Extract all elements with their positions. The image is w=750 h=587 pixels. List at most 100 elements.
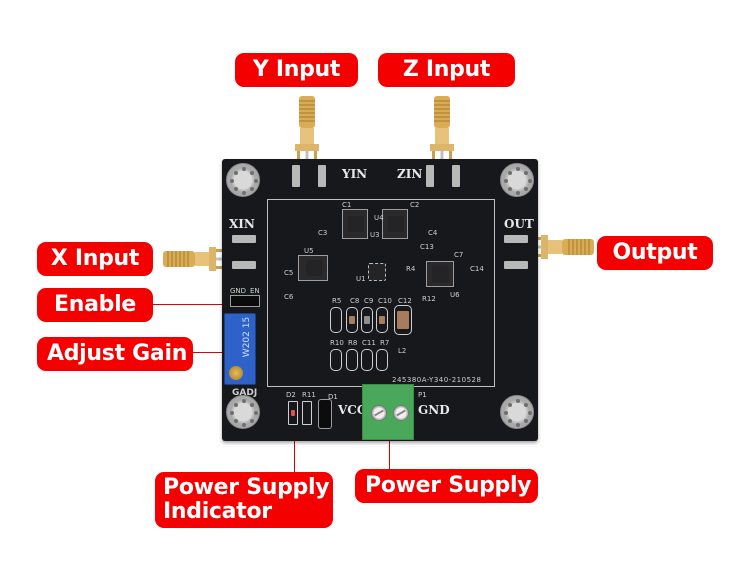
x-input-sma-connector [163, 247, 229, 271]
en-header-silkscreen: EN [250, 287, 260, 295]
mounting-hole-top-left [226, 163, 260, 197]
mounting-hole-via [524, 187, 529, 192]
mounting-hole-via [528, 179, 532, 183]
refdes-c13: C13 [420, 243, 434, 251]
capacitor-c11 [361, 349, 373, 371]
mounting-hole-via [504, 411, 508, 415]
refdes-c8: C8 [350, 297, 360, 305]
mounting-hole-via [233, 419, 238, 424]
mounting-hole-via [504, 179, 508, 183]
mounting-hole-via [250, 402, 255, 407]
mounting-hole-via [233, 170, 238, 175]
refdes-p1: P1 [418, 391, 427, 399]
mounting-hole-via [242, 399, 246, 403]
potentiometer-screw[interactable] [229, 366, 243, 380]
mounting-hole-via [524, 170, 529, 175]
mounting-hole-via [507, 170, 512, 175]
refdes-c2: C2 [410, 201, 420, 209]
refdes-c1: C1 [342, 201, 352, 209]
out-pad-bottom [504, 261, 528, 269]
zin-pad-left [426, 165, 434, 187]
mounting-hole-via [233, 402, 238, 407]
capacitor-c8 [346, 307, 358, 333]
mounting-hole-via [507, 402, 512, 407]
refdes-u3: U3 [370, 231, 380, 239]
resistor-r5 [330, 307, 342, 333]
mounting-hole-via [230, 179, 234, 183]
refdes-u1: U1 [356, 275, 366, 283]
yin-pad-right [318, 165, 326, 187]
output-label: Output [597, 236, 713, 270]
mounting-hole-via [242, 191, 246, 195]
mounting-hole-via [516, 423, 520, 427]
refdes-u5: U5 [304, 247, 314, 255]
terminal-screw-vcc[interactable] [371, 405, 387, 421]
mounting-hole-via [516, 167, 520, 171]
refdes-c10: C10 [378, 297, 392, 305]
refdes-u4: U4 [374, 214, 384, 222]
resistor-r7 [376, 349, 388, 371]
gadj-silkscreen: GADJ [232, 388, 258, 398]
refdes-c5: C5 [284, 269, 294, 277]
capacitor-c10 [376, 307, 388, 333]
refdes-c12: C12 [398, 297, 412, 305]
refdes-r10: R10 [330, 339, 344, 347]
zin-pad-right [452, 165, 460, 187]
xin-pad-top [232, 235, 256, 243]
capacitor-c9 [361, 307, 373, 333]
z-input-label: Z Input [378, 53, 515, 87]
ic-u1-multiplier [368, 263, 386, 281]
ic-u6 [426, 261, 454, 287]
refdes-c3: C3 [318, 229, 328, 237]
mounting-hole-via [507, 187, 512, 192]
power-terminal-block[interactable] [362, 384, 414, 440]
power-supply-indicator-label: Power Supply Indicator [155, 472, 333, 528]
refdes-l2: L2 [398, 347, 407, 355]
mounting-hole-via [250, 170, 255, 175]
refdes-r5: R5 [332, 297, 342, 305]
refdes-u6: U6 [450, 291, 460, 299]
refdes-d2: D2 [286, 391, 296, 399]
refdes-r12: R12 [422, 295, 436, 303]
mounting-hole-via [250, 187, 255, 192]
multiplier-module-pcb: YIN ZIN XIN OUT GND EN GADJ VCC GND 2453… [222, 159, 538, 441]
resistor-r10 [330, 349, 342, 371]
enable-jumper-header[interactable] [230, 295, 260, 307]
mounting-hole-via [507, 419, 512, 424]
gnd-terminal-silkscreen: GND [418, 403, 450, 417]
power-indicator-leader-line [294, 415, 295, 473]
refdes-c9: C9 [364, 297, 374, 305]
potentiometer-marking: W202 15 [242, 316, 253, 358]
capacitor-c12 [394, 305, 412, 335]
mounting-hole-via [254, 179, 258, 183]
refdes-c4: C4 [428, 229, 438, 237]
ic-u5 [298, 255, 328, 281]
power-supply-leader-line [389, 430, 390, 470]
refdes-c14: C14 [470, 265, 484, 273]
mounting-hole-top-right [500, 163, 534, 197]
enable-leader-line [153, 304, 237, 305]
mounting-hole-via [524, 402, 529, 407]
z-input-sma-connector [430, 96, 454, 166]
enable-label: Enable [37, 288, 153, 322]
ic-u3 [342, 209, 368, 239]
gain-adjust-potentiometer[interactable]: W202 15 [224, 313, 256, 385]
y-input-sma-connector [295, 96, 319, 166]
terminal-screw-gnd[interactable] [393, 405, 409, 421]
resistor-r11 [302, 401, 312, 425]
power-led-d2 [288, 401, 298, 425]
out-pad-top [504, 235, 528, 243]
refdes-c11: C11 [362, 339, 376, 347]
mounting-hole-via [516, 399, 520, 403]
adjust-gain-label: Adjust Gain [37, 337, 193, 371]
mounting-hole-via [242, 167, 246, 171]
power-supply-label: Power Supply [355, 469, 538, 503]
out-silkscreen: OUT [504, 217, 534, 231]
mounting-hole-bottom-left [226, 395, 260, 429]
mounting-hole-via [233, 187, 238, 192]
refdes-c7: C7 [454, 251, 464, 259]
xin-pad-bottom [232, 261, 256, 269]
yin-pad-left [292, 165, 300, 187]
refdes-r7: R7 [380, 339, 390, 347]
mounting-hole-bottom-right [500, 395, 534, 429]
